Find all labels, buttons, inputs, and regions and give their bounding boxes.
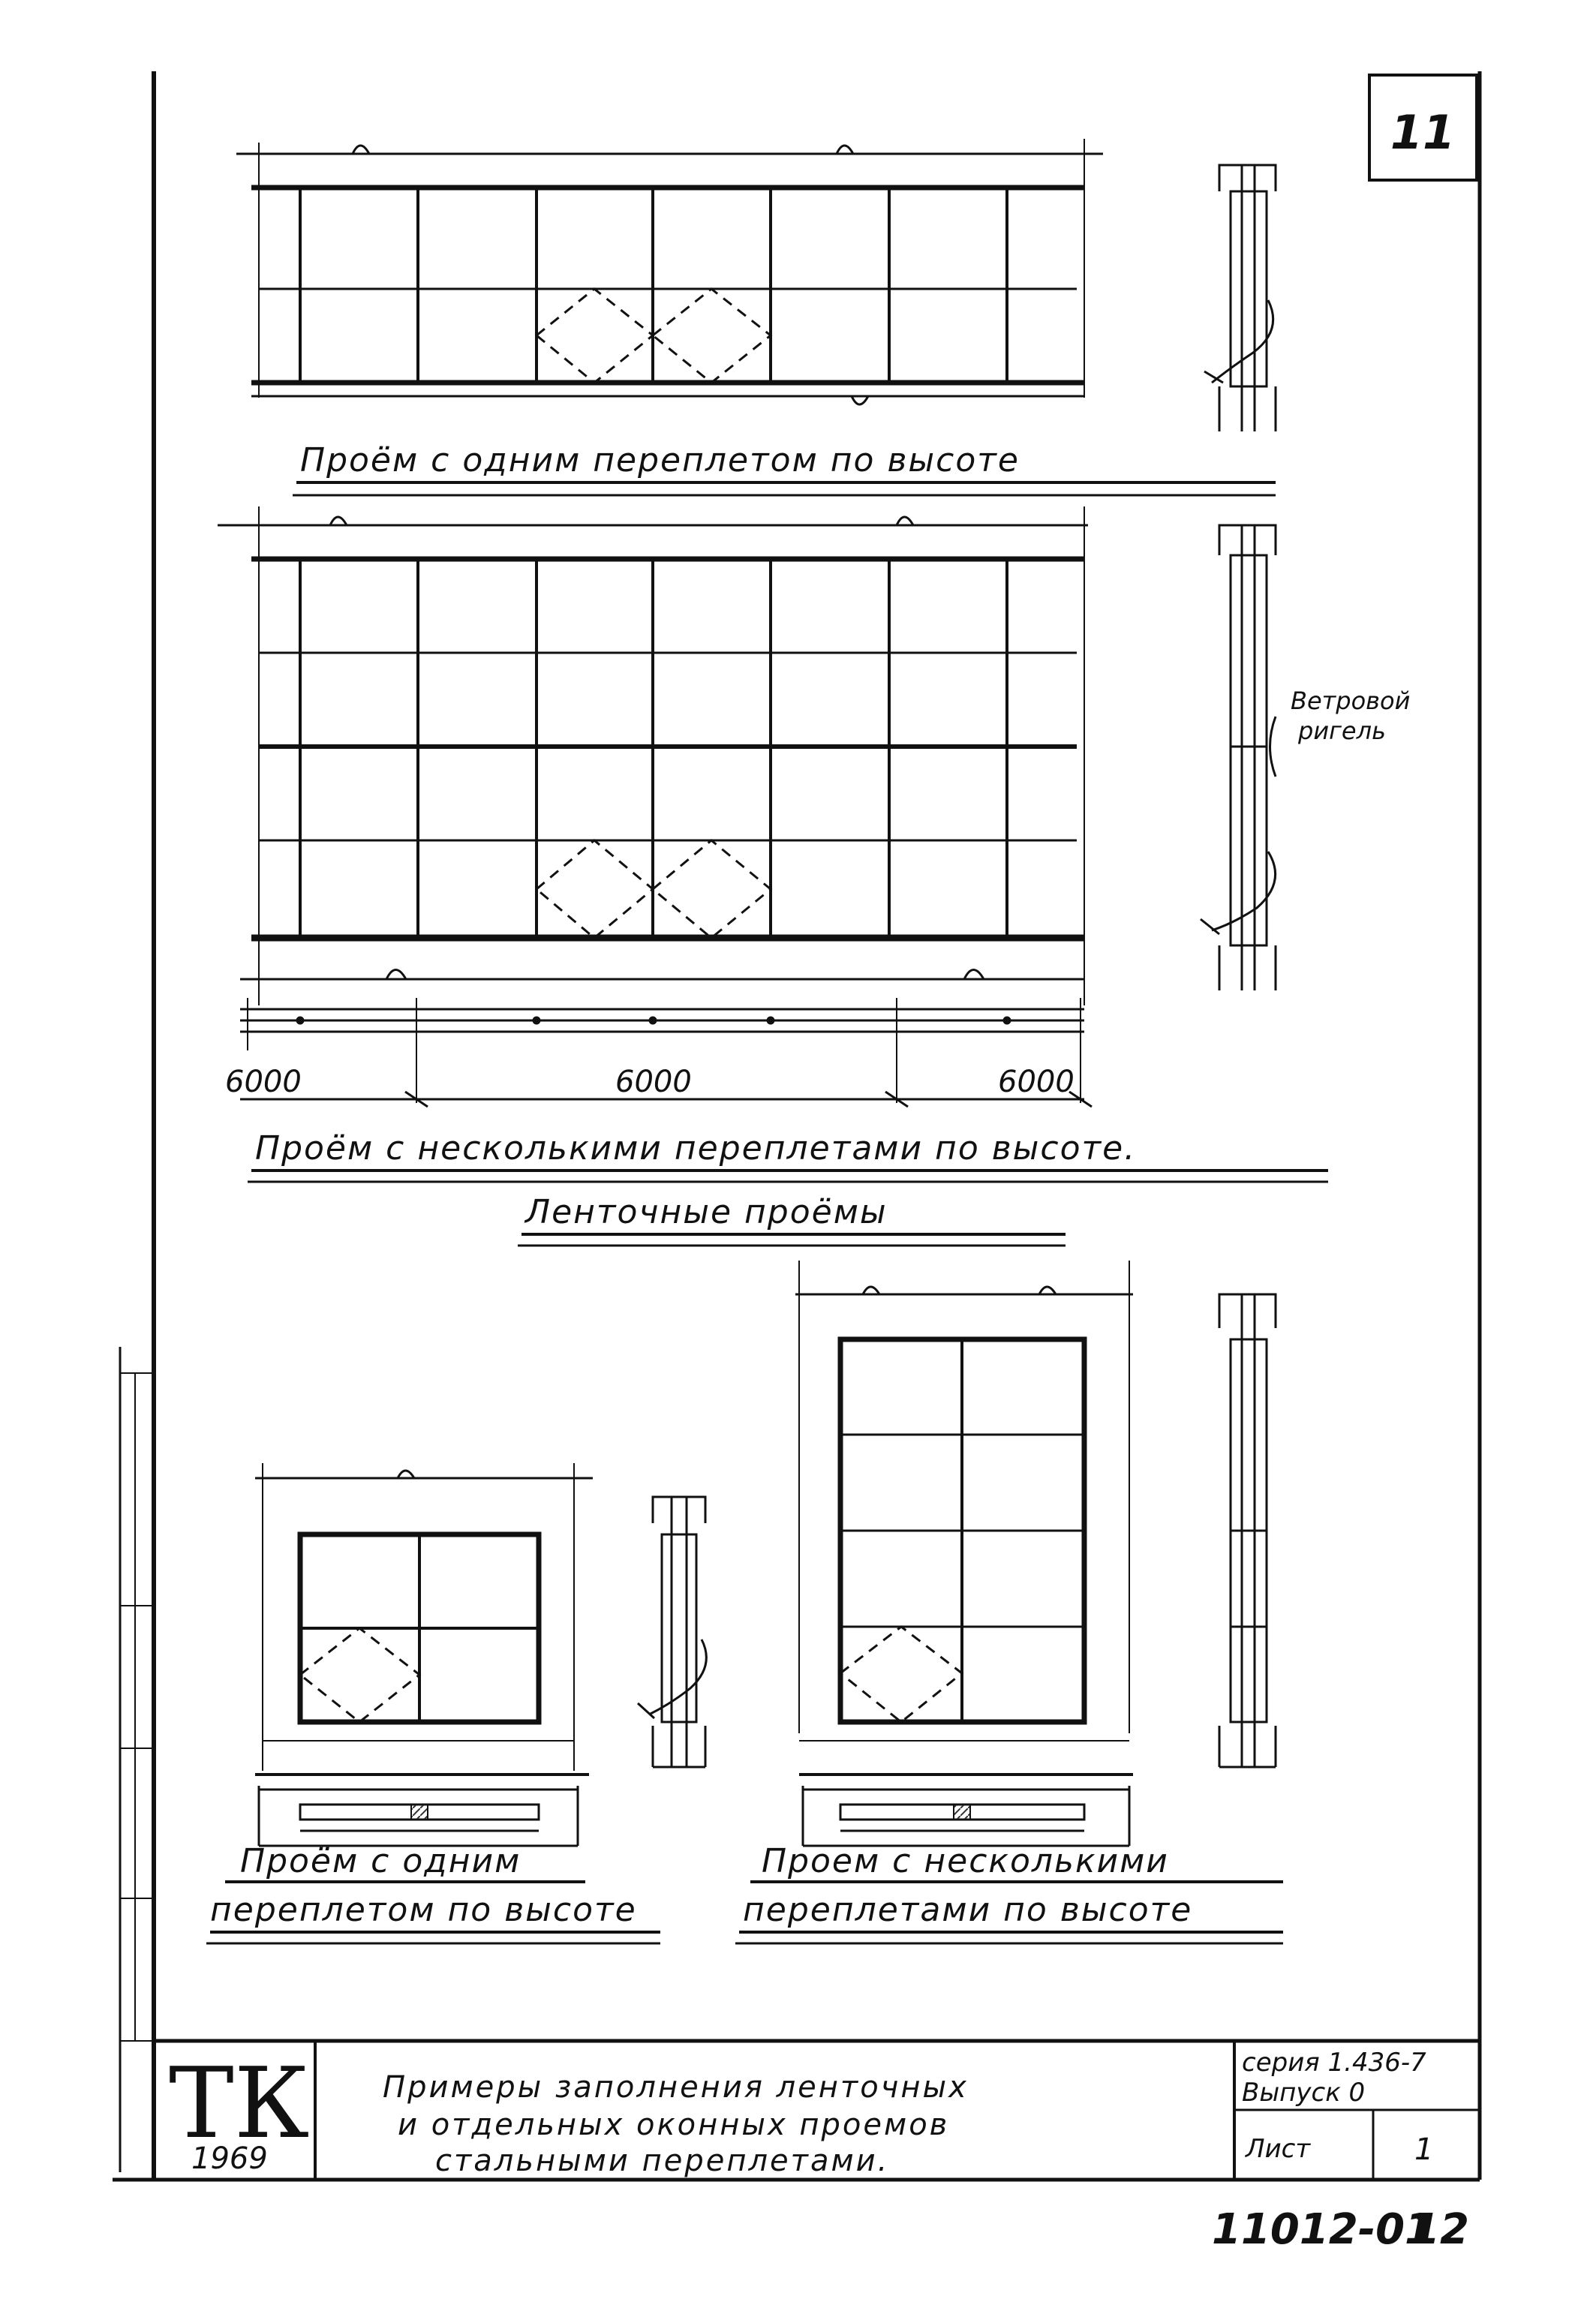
caption-ribbon-single-text: Проём с одним переплетом по высоте: [300, 441, 1020, 479]
drawing-title-line2: и отдельных оконных проемов: [398, 2108, 949, 2142]
dimension-left: 6000: [225, 1065, 302, 1099]
caption-ribbon-multi: Проём с несколькими переплетами по высот…: [248, 1129, 1328, 1183]
caption-window-single: Проём с одним переплетом по высоте: [206, 1842, 660, 1945]
window-single-sill: [255, 1773, 589, 1847]
window-single-elevation: [255, 1463, 593, 1771]
window-multi-elevation: [795, 1261, 1133, 1742]
drawing-year: 1969: [191, 2141, 268, 2176]
window-multi-sill: [799, 1773, 1133, 1847]
drawing-title-line1: Примеры заполнения ленточных: [383, 2070, 969, 2105]
title-block: [154, 2039, 1480, 2180]
wind-beam-label-2: ригель: [1297, 717, 1386, 745]
caption-window-multi: Проем с несколькими переплетами по высот…: [735, 1842, 1283, 1945]
caption-window-multi-line1: Проем с несколькими: [762, 1842, 1169, 1880]
dimension-chain: [240, 998, 1093, 1108]
wind-beam-label-1: Ветровой: [1291, 687, 1410, 715]
drawing-title-line3: стальными переплетами.: [435, 2144, 889, 2178]
caption-window-multi-line2: переплетами по высоте: [743, 1891, 1192, 1929]
section-title: Ленточные проёмы: [518, 1193, 1066, 1247]
document-code: 11012-01: [1212, 2205, 1434, 2254]
page-number: 12: [1411, 2205, 1469, 2254]
window-multi-section: [1218, 1293, 1277, 1769]
issue-label: Выпуск 0: [1242, 2078, 1365, 2108]
ribbon-window-single-section: [1204, 164, 1277, 431]
window-single-section: [636, 1495, 708, 1769]
ribbon-window-multi-section: [1200, 524, 1277, 990]
caption-ribbon-multi-text: Проём с несколькими переплетами по высот…: [255, 1129, 1136, 1168]
organization-logo: ТК: [169, 2046, 309, 2160]
sheet-value: 1: [1414, 2132, 1433, 2167]
sheet-number: 11: [1390, 105, 1455, 160]
sheet-frame: [113, 71, 1482, 2182]
dimension-middle: 6000: [615, 1065, 692, 1099]
dimension-right: 6000: [998, 1065, 1075, 1099]
ribbon-window-single-elevation: [236, 139, 1103, 406]
section-title-text: Ленточные проёмы: [524, 1193, 888, 1231]
caption-window-single-line2: переплетом по высоте: [210, 1891, 637, 1929]
sheet-number-box: 11: [1368, 74, 1478, 182]
ribbon-window-multi-elevation: [218, 506, 1088, 1005]
sheet-label: Лист: [1244, 2134, 1311, 2164]
caption-ribbon-single: Проём с одним переплетом по высоте: [293, 441, 1276, 497]
series-label: серия 1.436-7: [1242, 2048, 1426, 2078]
caption-window-single-line1: Проём с одним: [240, 1842, 521, 1880]
